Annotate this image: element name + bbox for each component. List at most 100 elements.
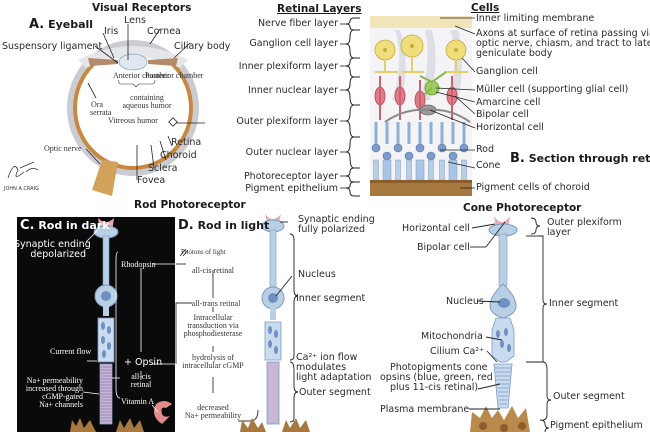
label-photons: Photons of light (181, 248, 226, 256)
label-na-perm-3: cGMP-gated (42, 392, 83, 401)
cells-heading: Cells (471, 2, 500, 14)
label-outer-plexiform-1: Outer plexiform (547, 217, 622, 228)
retina-cone-nucleus (415, 143, 425, 153)
label-rod-inner-segment: Inner segment (296, 293, 366, 304)
label-hydrolysis-1: hydrolysis of (192, 353, 234, 362)
layer-ganglion-cell: Ganglion cell layer (249, 38, 338, 49)
retinal-layer-brackets (340, 17, 360, 197)
label-posterior-chamber: Posterior chamber (145, 71, 204, 80)
retina-cone-nucleus (382, 151, 392, 161)
label-serrata: serrata (90, 108, 112, 117)
phototransduction-pathway-arrows (175, 249, 259, 422)
label-hydrolysis-2: intracellular cGMP (182, 361, 244, 370)
layer-photoreceptor: Photoreceptor layer (243, 171, 338, 182)
figure-title: Visual Receptors (92, 2, 192, 14)
panel-c-name: Rod in dark (38, 219, 110, 232)
rod-light-illustration (240, 214, 310, 432)
label-cone-inner-segment: Inner segment (549, 298, 619, 309)
retina-rod-nucleus (459, 143, 469, 153)
cell-axons-line-1: Axons at surface of retina passing via (476, 28, 650, 39)
label-na-perm-1: Na+ permeability (26, 376, 83, 385)
layer-nerve-fiber: Nerve fiber layer (258, 18, 338, 29)
cell-inner-limiting-membrane: Inner limiting membrane (476, 13, 595, 24)
layer-outer-nuclear: Outer nuclear layer (245, 147, 338, 158)
label-na-perm-4: Na+ channels (39, 400, 83, 409)
cell-axons-line-3: geniculate body (476, 48, 553, 59)
label-retina: Retina (171, 137, 202, 148)
retina-rod-segment (461, 159, 467, 181)
label-cone-bipolar-cell: Bipolar cell (417, 242, 470, 253)
label-photopigments-3: plus 11-cis retinal) (390, 382, 479, 393)
retina-rod-segment (428, 159, 434, 181)
cell-rod: Rod (476, 144, 495, 155)
panel-b-letter: B. (510, 151, 525, 166)
label-intracellular-3: phosphodiesterase (183, 329, 243, 338)
label-aqueous-humor: aqueous humor (122, 101, 172, 110)
label-cilium: Cilium Ca²⁺ (430, 346, 485, 357)
retina-rod-stalk (429, 122, 433, 144)
layer-inner-nuclear: Inner nuclear layer (248, 85, 338, 96)
retina-rod-stalk (462, 122, 466, 144)
label-decreased-1: decreased (197, 403, 229, 412)
retina-rod-segment (406, 159, 412, 181)
panel-d-letter: D. (178, 218, 194, 233)
label-photopigments-2: opsins (blue, green, red (380, 372, 493, 383)
label-intracellular-2: transduction via (187, 321, 239, 330)
label-opsin: + Opsin (124, 357, 163, 368)
layer-pigment-epithelium: Pigment epithelium (245, 183, 338, 194)
rod-in-dark-panel (17, 217, 175, 432)
layer-inner-plexiform: Inner plexiform layer (238, 61, 338, 72)
rod-photoreceptor-heading: Rod Photoreceptor (134, 199, 246, 211)
label-vitamin-a: Vitamin A (121, 397, 155, 406)
label-cornea: Cornea (147, 26, 181, 37)
panel-a-letter: A. (29, 17, 45, 32)
label-ca-flow-2: modulates (296, 362, 347, 373)
label-cone-pigment-epithelium: Pigment epithelium (550, 420, 643, 431)
label-cone-nucleus: Nucleus (446, 296, 484, 307)
label-suspensory-ligament: Suspensory ligament (2, 41, 103, 52)
label-rod-outer-segment: Outer segment (299, 387, 371, 398)
label-rod-nucleus: Nucleus (298, 269, 336, 280)
label-choroid: Choroid (160, 150, 197, 161)
panel-c-letter: C. (20, 218, 35, 233)
label-intracellular-1: Intracellular (193, 313, 233, 322)
cell-axons-line-2: optic nerve, chiasm, and tract to latera… (476, 38, 650, 49)
layer-outer-plexiform: Outer plexiform layer (236, 116, 338, 127)
panel-b-title: B. Section through retina (510, 151, 650, 166)
panel-a-name: Eyeball (48, 18, 94, 31)
label-sclera: Sclera (148, 163, 178, 174)
label-cone-outer-segment: Outer segment (553, 391, 625, 402)
label-pathway-all-cis: all-cis retinal (192, 266, 234, 275)
retina-cone-segment (415, 159, 425, 181)
retina-rod-segment (395, 159, 401, 181)
label-photopigments-1: Photopigments cone (390, 362, 488, 373)
retinal-layers-heading: Retinal Layers (277, 3, 362, 15)
label-all-trans: all-trans retinal (191, 299, 241, 308)
cone-illustration (469, 216, 552, 432)
retina-rod-stalk (385, 122, 389, 144)
label-fovea: Fovea (137, 175, 166, 186)
cell-muller: Müller cell (supporting glial cell) (476, 84, 629, 95)
panel-b-name: Section through retina (528, 152, 650, 165)
retina-section-illustration (370, 16, 476, 196)
label-ora: Ora (91, 100, 103, 109)
retina-rod-stalk (407, 122, 411, 144)
label-synaptic-dark-1: Synaptic ending (14, 239, 91, 250)
cell-bipolar: Bipolar cell (476, 109, 529, 120)
label-iris: Iris (104, 26, 119, 37)
label-rhodopsin: Rhodopsin (121, 260, 156, 269)
retina-rod-stalk (451, 122, 455, 144)
retina-cone-nucleus (448, 151, 458, 161)
illustrator-credit: JOHN A.CRAIG (4, 186, 39, 192)
label-cone-horizontal-cell: Horizontal cell (402, 223, 470, 234)
panel-a-title: A. Eyeball (29, 17, 93, 32)
retina-rod-segment (439, 159, 445, 181)
retina-rod-stalk (418, 122, 422, 144)
retina-rod-stalk (374, 122, 378, 144)
label-lens: Lens (124, 15, 146, 26)
label-synaptic-light-2: fully polarized (298, 224, 365, 235)
retina-rod-nucleus (393, 143, 403, 153)
label-vitreous-humor: Vitreous humor (108, 116, 158, 125)
retina-rod-stalk (396, 122, 400, 144)
label-plasma-membrane: Plasma membrane (380, 404, 470, 415)
